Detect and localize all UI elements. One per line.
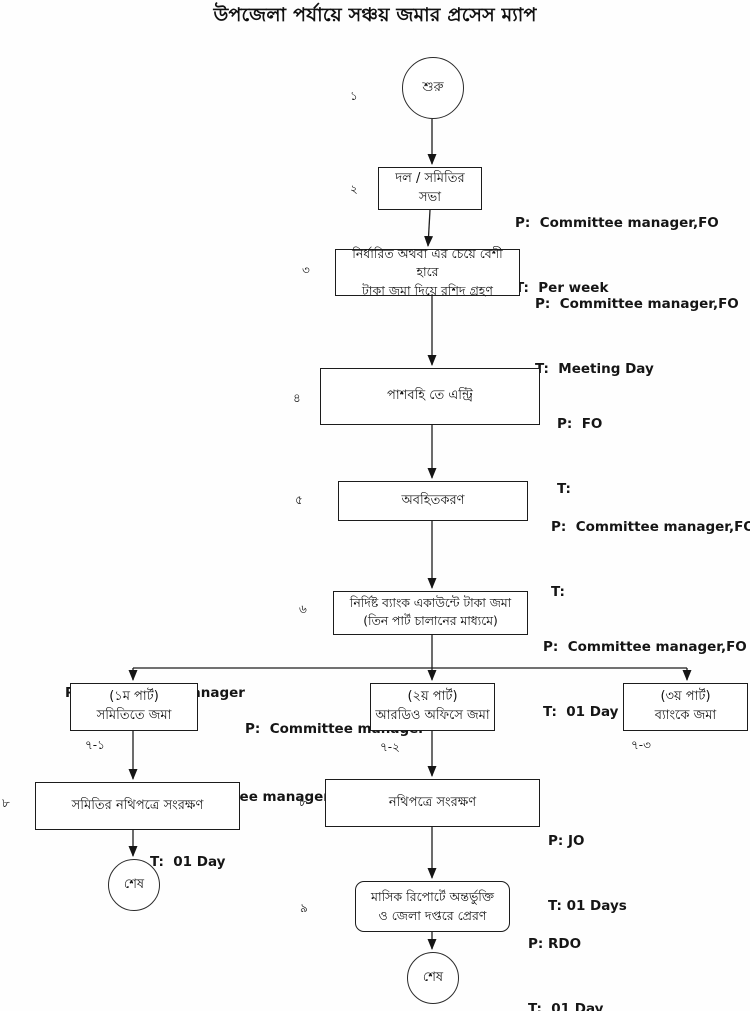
monthly-report-line2: ও জেলা দপ্তরে প্রেরণ (378, 907, 487, 923)
bank-deposit-line2: (তিন পার্ট চালানের মাধ্যমে) (363, 614, 498, 628)
step-number-7-1: ৭-১ (85, 738, 105, 752)
start-node: শুরু (402, 57, 464, 119)
annotation-monthly-report-t: T: 01 Day (528, 1000, 604, 1011)
annotation-monthly-report-p: P: RDO (528, 936, 582, 953)
step-number-7-3: ৭-৩ (631, 738, 651, 752)
step-number-5: ৫ (295, 493, 303, 507)
annotation-bank-deposit: P: Committee manager,FO T: 01 Day (543, 594, 747, 767)
step-number-1: ১ (350, 89, 358, 103)
annotation-monthly-report: P: RDO T: 01 Day (528, 891, 603, 1011)
process-box-notification: অবহিতকরণ (338, 481, 528, 521)
end-node-bottom: শেষ (407, 952, 459, 1004)
part1-line1: (১ম পার্ট) (109, 689, 159, 705)
annotation-meeting: P: Committee manager,FO T: Per week (515, 170, 719, 343)
step-number-8-middle: ৮ (299, 795, 307, 809)
deposit-receipt-line1: নির্ধারিত অথবা এর চেয়ে বেশী হারে (352, 246, 503, 280)
process-box-meeting-text: দল / সমিতির সভা (395, 170, 465, 205)
end-node-left: শেষ (108, 859, 160, 911)
annotation-meeting-p: P: Committee manager,FO (515, 215, 719, 232)
passbook-entry-text: পাশবহি তে এন্ট্রি (387, 388, 473, 404)
annotation-passbook-entry: P: FO T: (557, 371, 602, 544)
part3-line2: ব্যাংকে জমা (654, 708, 717, 723)
monthly-report-line1: মাসিক রিপোর্টে অন্তর্ভুক্তি (371, 889, 494, 905)
annotation-passbook-entry-p: P: FO (557, 416, 603, 433)
process-box-monthly-report: মাসিক রিপোর্টে অন্তর্ভুক্তি ও জেলা দপ্তর… (355, 881, 510, 932)
process-box-meeting: দল / সমিতির সভা (378, 167, 482, 210)
step-number-3: ৩ (302, 263, 310, 277)
annotation-notification: P: Committee manager,FO T: (551, 474, 750, 647)
annotation-office-records-t: T: 01 Days (548, 897, 627, 914)
annotation-part1-t: T: 01 Day (150, 853, 226, 870)
annotation-part1: P: Committee manager,FO T: 01 Day (150, 744, 354, 917)
annotation-deposit-receipt-t: T: Meeting Day (535, 360, 654, 377)
step-number-4: ৪ (293, 391, 301, 405)
process-box-deposit-receipt: নির্ধারিত অথবা এর চেয়ে বেশী হারে টাকা জ… (335, 246, 520, 298)
process-box-passbook-entry: পাশবহি তে এন্ট্রি (320, 368, 540, 425)
step-number-7-2: ৭-২ (380, 740, 400, 754)
annotation-office-records: P: JO T: 01 Days (548, 788, 627, 961)
process-box-part2: (২য় পার্ট) আরডিও অফিসে জমা (370, 683, 495, 731)
annotation-office-records-p: P: JO (548, 833, 585, 850)
part3-line1: (৩য় পার্ট) (660, 689, 711, 705)
connector-meeting-to-receipt (424, 209, 434, 247)
part2-line1: (২য় পার্ট) (407, 689, 458, 705)
part2-line2: আরডিও অফিসে জমা (375, 708, 490, 723)
step-number-6: ৬ (299, 602, 307, 616)
end-node-bottom-label: শেষ (422, 969, 444, 985)
bank-deposit-line1: নির্দিষ্ট ব্যাংক একাউন্টে টাকা জমা (349, 596, 512, 611)
annotation-passbook-entry-t: T: (557, 480, 571, 497)
step-number-8-left: ৮ (2, 796, 10, 810)
step-number-9: ৯ (300, 901, 308, 915)
office-records-text: নথিপত্রে সংরক্ষণ (388, 794, 477, 810)
process-box-bank-deposit: নির্দিষ্ট ব্যাংক একাউন্টে টাকা জমা (তিন … (333, 591, 528, 635)
start-node-label: শুরু (422, 79, 444, 95)
annotation-meeting-t: T: Per week (515, 279, 609, 296)
deposit-receipt-line2: টাকা জমা দিয়ে রশিদ গ্রহণ (362, 282, 493, 298)
annotation-deposit-receipt: P: Committee manager,FO T: Meeting Day (535, 251, 739, 424)
process-box-part3: (৩য় পার্ট) ব্যাংকে জমা (623, 683, 748, 731)
annotation-bank-deposit-t: T: 01 Day (543, 703, 619, 720)
process-box-part1: (১ম পার্ট) সমিতিতে জমা (70, 683, 198, 731)
end-node-left-label: শেষ (123, 876, 145, 892)
process-box-society-records: সমিতির নথিপত্রে সংরক্ষণ (35, 782, 240, 830)
society-records-text: সমিতির নথিপত্রে সংরক্ষণ (71, 797, 204, 813)
annotation-notification-p: P: Committee manager,FO (551, 519, 750, 536)
annotation-deposit-receipt-p: P: Committee manager,FO (535, 296, 739, 313)
step-number-2: ২ (350, 182, 358, 196)
notification-text: অবহিতকরণ (401, 492, 465, 508)
annotation-notification-t: T: (551, 583, 565, 600)
part1-line2: সমিতিতে জমা (96, 708, 172, 723)
process-box-office-records: নথিপত্রে সংরক্ষণ (325, 779, 540, 827)
annotation-bank-deposit-p: P: Committee manager,FO (543, 639, 747, 656)
page-title: উপজেলা পর্যায়ে সঞ্চয় জমার প্রসেস ম্যাপ (213, 4, 537, 26)
